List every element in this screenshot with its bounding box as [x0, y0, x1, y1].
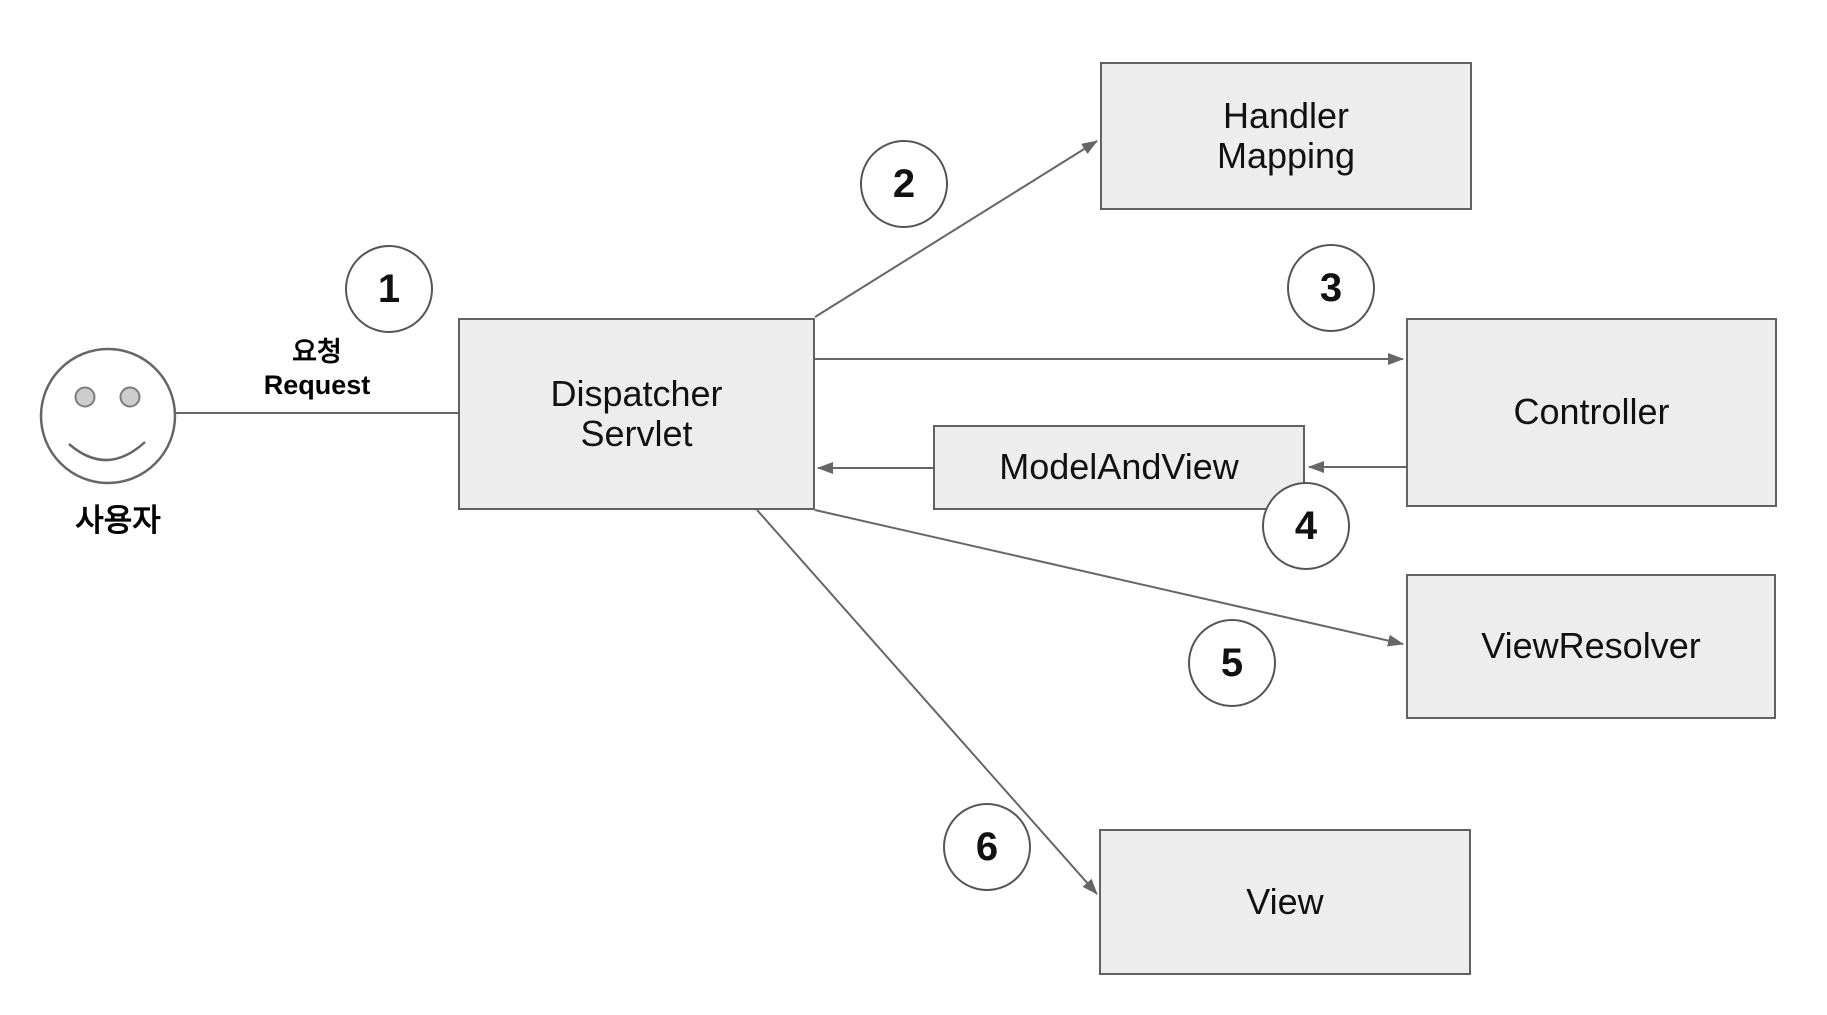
smiley-left-eye [74, 386, 96, 408]
step-number-6: 6 [975, 824, 999, 869]
actor-label: 사용자 [75, 503, 161, 538]
node-view-resolver: ViewResolver [1406, 574, 1776, 719]
smiley-face-circle [39, 347, 177, 485]
step-badge-4: 4 [1262, 482, 1350, 570]
node-model-and-view-label: ModelAndView [999, 446, 1239, 488]
node-view-resolver-label: ViewResolver [1481, 625, 1701, 667]
step-badge-1: 1 [345, 245, 433, 333]
node-handler-mapping: Handler Mapping [1100, 62, 1472, 210]
request-label-english: Request [263, 370, 371, 400]
node-view-label: View [1246, 880, 1324, 922]
step-badge-5: 5 [1188, 619, 1276, 707]
request-label: 요청 Request [217, 336, 417, 402]
step-badge-3: 3 [1287, 244, 1375, 332]
step-number-4: 4 [1294, 503, 1318, 548]
node-model-and-view: ModelAndView [933, 425, 1305, 510]
node-view: View [1099, 829, 1471, 975]
node-controller: Controller [1406, 318, 1777, 507]
user-smiley-icon [39, 347, 177, 485]
step-number-5: 5 [1220, 640, 1244, 685]
arrow-dispatcher-to-handler-mapping [814, 140, 1098, 318]
arrow-dispatcher-to-view [756, 509, 1098, 895]
node-dispatcher-servlet: Dispatcher Servlet [458, 318, 815, 510]
node-handler-mapping-label: Handler Mapping [1216, 94, 1356, 176]
node-controller-label: Controller [1513, 391, 1670, 433]
smiley-mouth [68, 441, 146, 462]
step-number-2: 2 [892, 161, 916, 206]
step-number-1: 1 [377, 266, 401, 311]
step-number-3: 3 [1319, 265, 1343, 310]
arrow-dispatcher-to-viewresolver [814, 509, 1404, 647]
smiley-right-eye [119, 386, 141, 408]
step-badge-6: 6 [943, 803, 1031, 891]
step-badge-2: 2 [860, 140, 948, 228]
node-dispatcher-servlet-label: Dispatcher Servlet [550, 372, 723, 454]
request-label-korean: 요청 [292, 337, 342, 367]
